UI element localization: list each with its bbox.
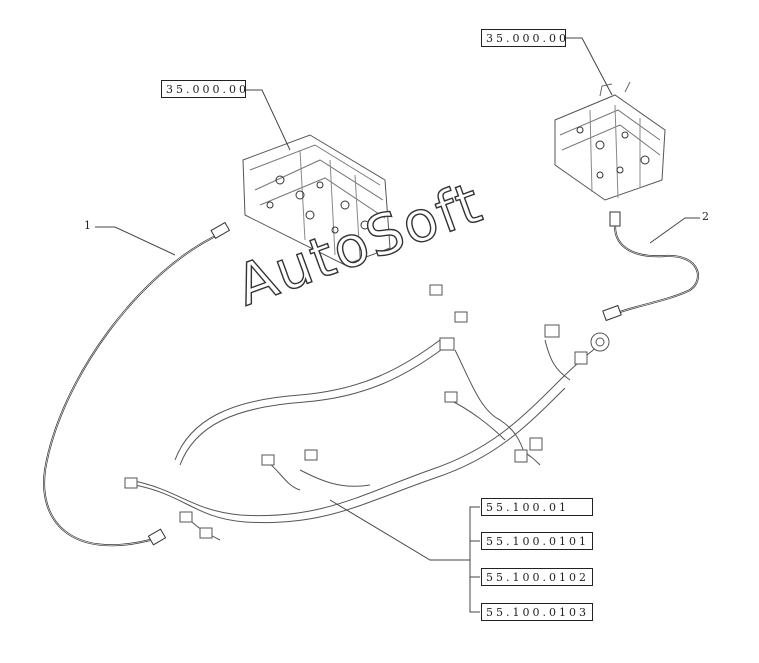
ref-box-55-100-0101: 55.100.0101 <box>481 532 593 550</box>
cable-1-icon <box>43 221 231 547</box>
ref-box-55-100-0102: 55.100.0102 <box>481 568 593 586</box>
valve-block-right-icon <box>554 81 666 201</box>
ref-box-top-right: 35.000.00 <box>481 29 566 47</box>
wiring-harness-icon <box>124 284 610 541</box>
ref-box-55-100-0103: 55.100.0103 <box>481 603 593 621</box>
cable-2-icon <box>602 211 699 322</box>
callout-1: 1 <box>84 219 91 232</box>
callout-2: 2 <box>702 210 709 223</box>
leader-lines <box>95 37 700 613</box>
valve-block-left-icon <box>242 134 391 266</box>
ref-box-top-left: 35.000.00 <box>161 80 246 98</box>
ref-box-55-100-01: 55.100.01 <box>481 498 593 516</box>
